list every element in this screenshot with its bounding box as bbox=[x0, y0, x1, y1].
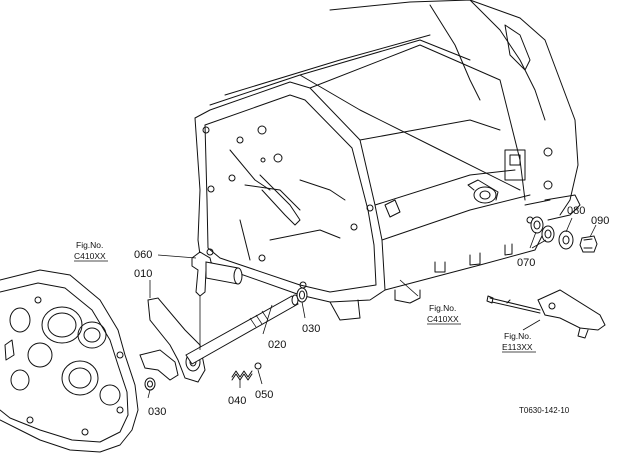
shift-rod-020 bbox=[185, 294, 299, 365]
fig-ref-1-line2: C410XX bbox=[74, 251, 106, 261]
label-010: 010 bbox=[134, 268, 152, 280]
fig-ref-3-line1: Fig.No. bbox=[504, 331, 531, 341]
linkage-bracket bbox=[486, 289, 606, 339]
fig-ref-1-line1: Fig.No. bbox=[76, 240, 103, 250]
fig-ref-2-line1: Fig.No. bbox=[429, 303, 456, 313]
seal-070-a-bore bbox=[533, 220, 541, 230]
drawing-code: T0630-142-10 bbox=[519, 406, 570, 415]
transmission-case bbox=[194, 0, 581, 321]
shift-fork-010 bbox=[139, 297, 206, 383]
fig-ref-2-line2: C410XX bbox=[427, 314, 459, 324]
collar-080 bbox=[558, 230, 574, 250]
label-070: 070 bbox=[517, 257, 535, 269]
front-cover-plate bbox=[0, 269, 139, 453]
o-ring-030-lower-bore bbox=[147, 380, 153, 388]
shift-arm-060 bbox=[191, 251, 243, 297]
label-030-lower: 030 bbox=[148, 406, 166, 418]
label-080: 080 bbox=[567, 205, 585, 217]
o-ring-030-upper-bore bbox=[299, 290, 305, 300]
fig-ref-3-line2: E113XX bbox=[502, 342, 533, 352]
label-050: 050 bbox=[255, 389, 273, 401]
spring-040 bbox=[231, 370, 253, 381]
leader-lines bbox=[147, 217, 597, 399]
label-040: 040 bbox=[228, 395, 246, 407]
ball-050 bbox=[254, 362, 262, 370]
label-020: 020 bbox=[268, 339, 286, 351]
seal-070-b-bore bbox=[544, 229, 552, 239]
label-060: 060 bbox=[134, 249, 152, 261]
label-030-upper: 030 bbox=[302, 323, 320, 335]
bolt-090 bbox=[579, 235, 598, 253]
label-090: 090 bbox=[591, 215, 609, 227]
